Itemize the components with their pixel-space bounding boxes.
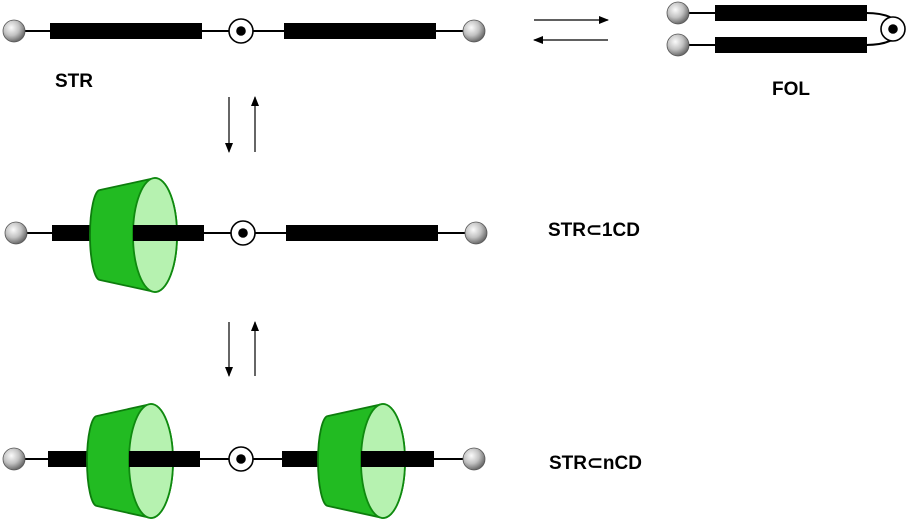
str-segment-left xyxy=(50,23,202,39)
equilibrium-arrows-1cd-ncd xyxy=(225,321,259,377)
str-ncd-stopper-right xyxy=(462,447,486,471)
str-segment-right xyxy=(284,23,436,39)
fol-segment-upper xyxy=(715,5,867,21)
label-str-1cd: STR⊂1CD xyxy=(548,220,640,241)
fol-molecule xyxy=(666,1,906,57)
str-stopper-left xyxy=(2,19,26,43)
fol-stopper-lower xyxy=(666,33,690,57)
str-ncd-molecule xyxy=(2,403,486,519)
fol-segment-lower xyxy=(715,37,867,53)
str-ncd-cyclodextrin-2 xyxy=(317,403,434,519)
str-center-station xyxy=(228,18,254,44)
fol-center-station xyxy=(880,16,906,42)
str-1cd-cyclodextrin xyxy=(89,177,204,293)
str-1cd-stopper-left xyxy=(4,221,28,245)
str-ncd-stopper-left xyxy=(2,447,26,471)
label-str-ncd: STR⊂nCD xyxy=(549,453,642,474)
str-ncd-center-station xyxy=(228,446,254,472)
str-1cd-center-station xyxy=(230,220,256,246)
label-str: STR xyxy=(55,71,93,92)
str-stopper-right xyxy=(462,19,486,43)
str-molecule xyxy=(2,18,486,44)
str-ncd-cyclodextrin-1 xyxy=(86,403,200,519)
label-fol: FOL xyxy=(772,79,810,100)
fol-stopper-upper xyxy=(666,1,690,25)
str-1cd-molecule xyxy=(4,177,488,293)
equilibrium-arrows-str-1cd xyxy=(225,96,259,153)
equilibrium-arrows-str-fol xyxy=(533,16,609,44)
str-1cd-stopper-right xyxy=(464,221,488,245)
str-1cd-segment-right xyxy=(286,225,438,241)
